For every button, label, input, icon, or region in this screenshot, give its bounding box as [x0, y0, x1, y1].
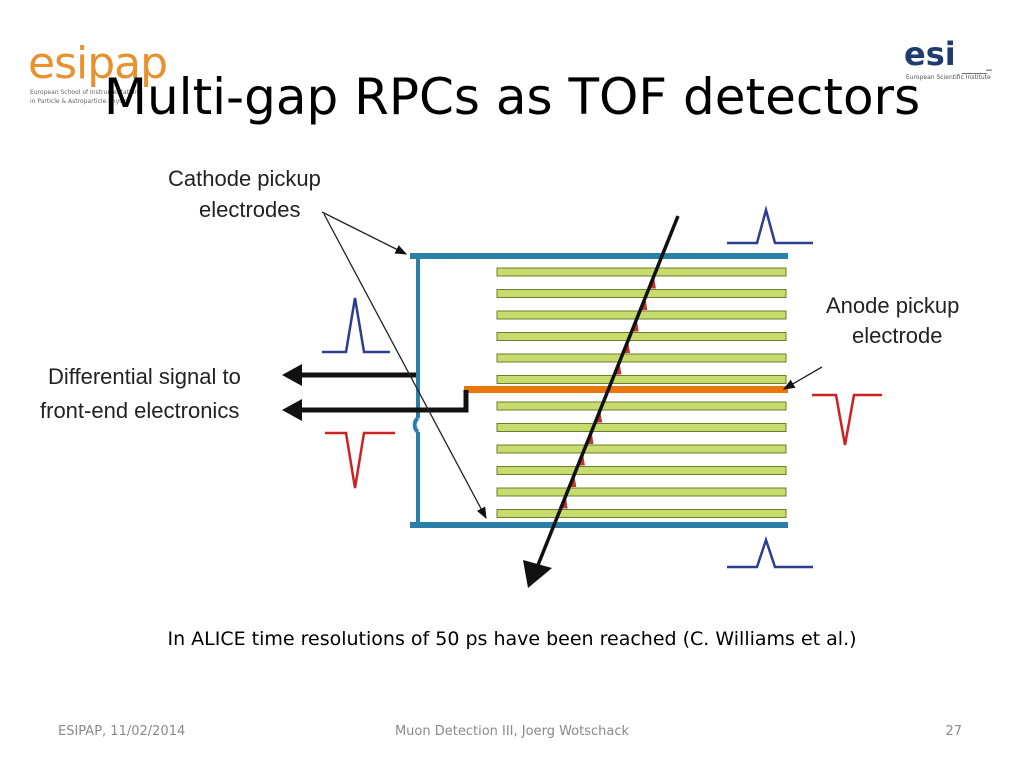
leader-lines	[321, 211, 823, 520]
glass-plate-upper-2	[496, 310, 787, 320]
differential-signal-wires	[302, 372, 469, 413]
pulse-positive-left	[322, 297, 390, 354]
cathode-electrode-bottom	[410, 522, 788, 528]
esi-logo-tagline: European Scientific Institute	[906, 74, 991, 81]
pulse-bottom-right	[727, 536, 813, 569]
glass-plate-lower-3	[496, 466, 787, 475]
anode-label-line1: Anode pickup	[826, 293, 959, 318]
esi-logo-dots: ____...	[962, 58, 993, 74]
glass-plate-lower-0	[496, 401, 787, 411]
esi-logo: esi ____... European Scientific Institut…	[904, 38, 1004, 88]
esipap-logo-line2: in Particle & Astroparticle Physics	[30, 98, 131, 105]
differential-label-line2: front-end electronics	[40, 398, 239, 423]
cathode-label-line1: Cathode pickup	[168, 166, 321, 191]
anode-electrode	[464, 386, 788, 393]
slide-title: Multi-gap RPCs as TOF detectors	[103, 68, 921, 126]
particle-track-arrowhead	[523, 560, 552, 588]
glass-plate-lower-5	[496, 509, 787, 518]
particle-track	[534, 215, 680, 571]
slide-caption: In ALICE time resolutions of 50 ps have …	[167, 628, 857, 650]
glass-plate-upper-0	[496, 267, 787, 277]
footer-date: ESIPAP, 11/02/2014	[58, 724, 186, 739]
signal-arrow-lower	[282, 399, 302, 421]
glass-plate-lower-1	[496, 423, 787, 432]
signal-arrow-upper	[282, 364, 302, 386]
glass-plate-lower-4	[496, 487, 787, 497]
resistive-glass-plates	[496, 267, 787, 518]
pulse-negative-left	[325, 431, 395, 489]
differential-label-line1: Differential signal to	[48, 364, 241, 389]
pulse-top-right	[727, 205, 813, 245]
glass-plate-upper-3	[496, 332, 787, 341]
glass-plate-upper-5	[496, 375, 787, 384]
esi-logo-wordmark: esi	[904, 35, 956, 73]
footer-presentation: Muon Detection III, Joerg Wotschack	[394, 724, 630, 739]
cathode-electrode-top	[410, 253, 788, 259]
anode-label-line2: electrode	[852, 323, 943, 348]
glass-plate-lower-2	[496, 444, 787, 454]
pulse-negative-right	[812, 393, 882, 446]
esipap-logo-wordmark: esipap	[28, 38, 168, 89]
slide-number: 27	[945, 724, 962, 739]
esipap-logo: esipap European School of Instrumentatio…	[28, 42, 168, 112]
glass-plate-upper-1	[496, 289, 787, 298]
cathode-label-line2: electrodes	[199, 197, 301, 222]
esipap-logo-line1: European School of Instrumentation	[30, 89, 139, 96]
cathode-connection	[412, 256, 420, 526]
glass-plate-upper-4	[496, 353, 787, 363]
